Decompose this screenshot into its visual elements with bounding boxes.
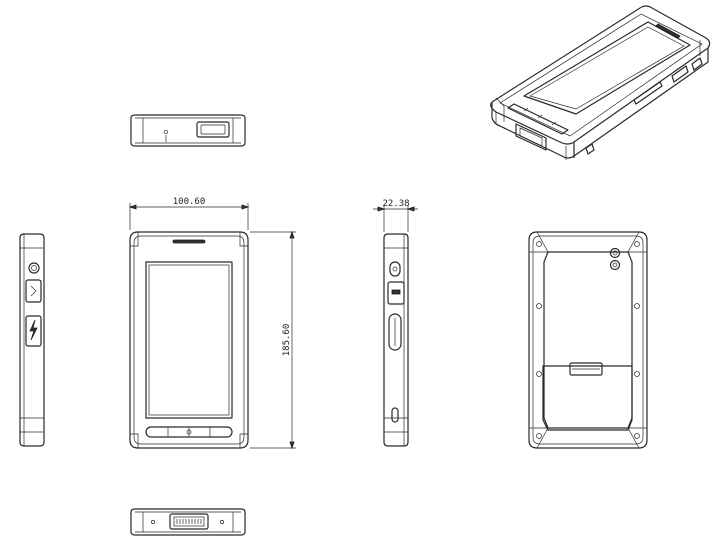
- width-label: 100.60: [173, 197, 206, 207]
- left-side-view: [19, 233, 45, 447]
- width-dimension: 100.60: [128, 197, 250, 230]
- isometric-view: [490, 5, 711, 160]
- top-edge-view: [130, 114, 246, 147]
- depth-label: 22.38: [382, 199, 409, 209]
- height-dimension: 185.60: [250, 230, 296, 450]
- bottom-edge-view: [130, 508, 246, 536]
- connector-pins: [176, 519, 202, 524]
- right-side-view: [383, 233, 409, 447]
- depth-dimension: 22.38: [373, 199, 418, 232]
- front-view: [129, 231, 249, 449]
- height-label: 185.60: [282, 324, 292, 357]
- back-view: [528, 231, 648, 449]
